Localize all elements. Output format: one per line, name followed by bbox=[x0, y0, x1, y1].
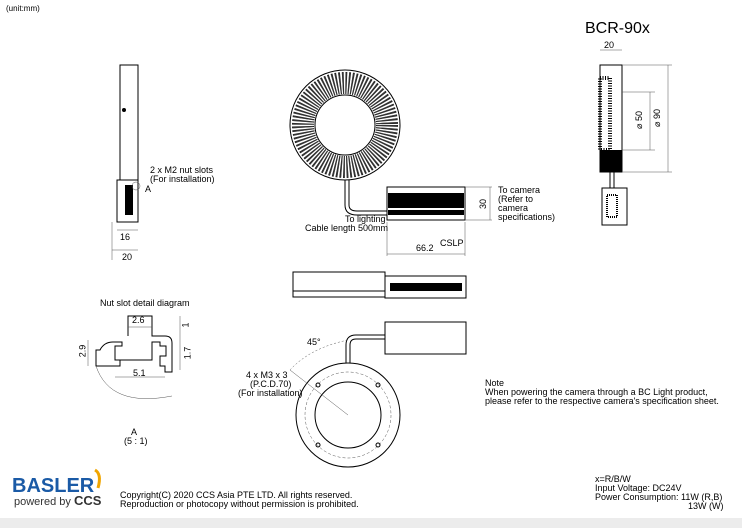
dim-20: 20 bbox=[122, 252, 133, 262]
dim-2-6: 2.6 bbox=[132, 315, 145, 325]
bottom-bar bbox=[0, 518, 742, 528]
specifications-label: specifications) bbox=[498, 212, 556, 222]
spec-variants: x=R/B/W bbox=[595, 474, 631, 484]
detail-label: A bbox=[131, 427, 138, 437]
to-lighting-label: To lighting bbox=[345, 214, 386, 224]
dim-1: 1 bbox=[180, 322, 191, 328]
detail-title: Nut slot detail diagram bbox=[100, 298, 190, 308]
side-view bbox=[111, 64, 141, 260]
note-title: Note bbox=[485, 378, 505, 388]
angle-label: 45° bbox=[307, 337, 321, 347]
logo-swoosh bbox=[94, 468, 101, 489]
note-line1: When powering the camera through a BC Li… bbox=[485, 387, 708, 397]
top-side-view bbox=[292, 271, 467, 299]
for-installation-label: (For installation) bbox=[150, 174, 215, 184]
dim-2-9: 2.9 bbox=[77, 344, 88, 358]
detail-scale: (5 : 1) bbox=[124, 436, 148, 446]
nut-slot-detail bbox=[87, 315, 181, 399]
refer-to-label: (Refer to bbox=[498, 194, 534, 204]
spec-power-w: 13W (W) bbox=[688, 501, 724, 511]
ccs-logo: CCS bbox=[74, 493, 102, 508]
dim-30: 30 bbox=[478, 198, 489, 210]
spec-voltage: Input Voltage: DC24V bbox=[595, 483, 682, 493]
right-dim-20: 20 bbox=[604, 40, 615, 50]
screws-label: 4 x M3 x 3 bbox=[246, 370, 288, 380]
mount-label: CSLP bbox=[440, 238, 464, 248]
nut-slots-label: 2 x M2 nut slots bbox=[150, 165, 214, 175]
dim-66-2: 66.2 bbox=[416, 243, 434, 253]
pcd-label: (P.C.D.70) bbox=[250, 379, 292, 389]
front-ring-view bbox=[289, 69, 492, 256]
to-camera-label: To camera bbox=[498, 185, 541, 195]
copyright-line2: Reproduction or photocopy without permis… bbox=[120, 499, 359, 509]
dim-16: 16 bbox=[120, 232, 131, 242]
model-title: BCR-90x bbox=[585, 20, 650, 37]
camera-label: camera bbox=[498, 203, 529, 213]
copyright-line1: Copyright(C) 2020 CCS Asia PTE LTD. All … bbox=[120, 490, 353, 500]
powered-by-label: powered by bbox=[14, 496, 71, 508]
dim-5-1: 5.1 bbox=[133, 368, 146, 378]
dia-50: ⌀ 50 bbox=[633, 111, 644, 129]
basler-logo: BASLER bbox=[12, 475, 95, 497]
right-view bbox=[598, 49, 672, 226]
detail-ref-label: A bbox=[145, 184, 152, 194]
dia-90: ⌀ 90 bbox=[651, 109, 662, 127]
dim-1-7: 1.7 bbox=[182, 346, 193, 360]
spec-power: Power Consumption: 11W (R,B) bbox=[595, 492, 723, 502]
cable-length-label: Cable length 500mm bbox=[305, 223, 389, 233]
bottom-installation-label: (For installation) bbox=[238, 388, 303, 398]
bottom-ring-view bbox=[289, 321, 467, 468]
note-line2: please refer to the respective camera's … bbox=[485, 396, 719, 406]
unit-label: (unit:mm) bbox=[6, 4, 40, 13]
